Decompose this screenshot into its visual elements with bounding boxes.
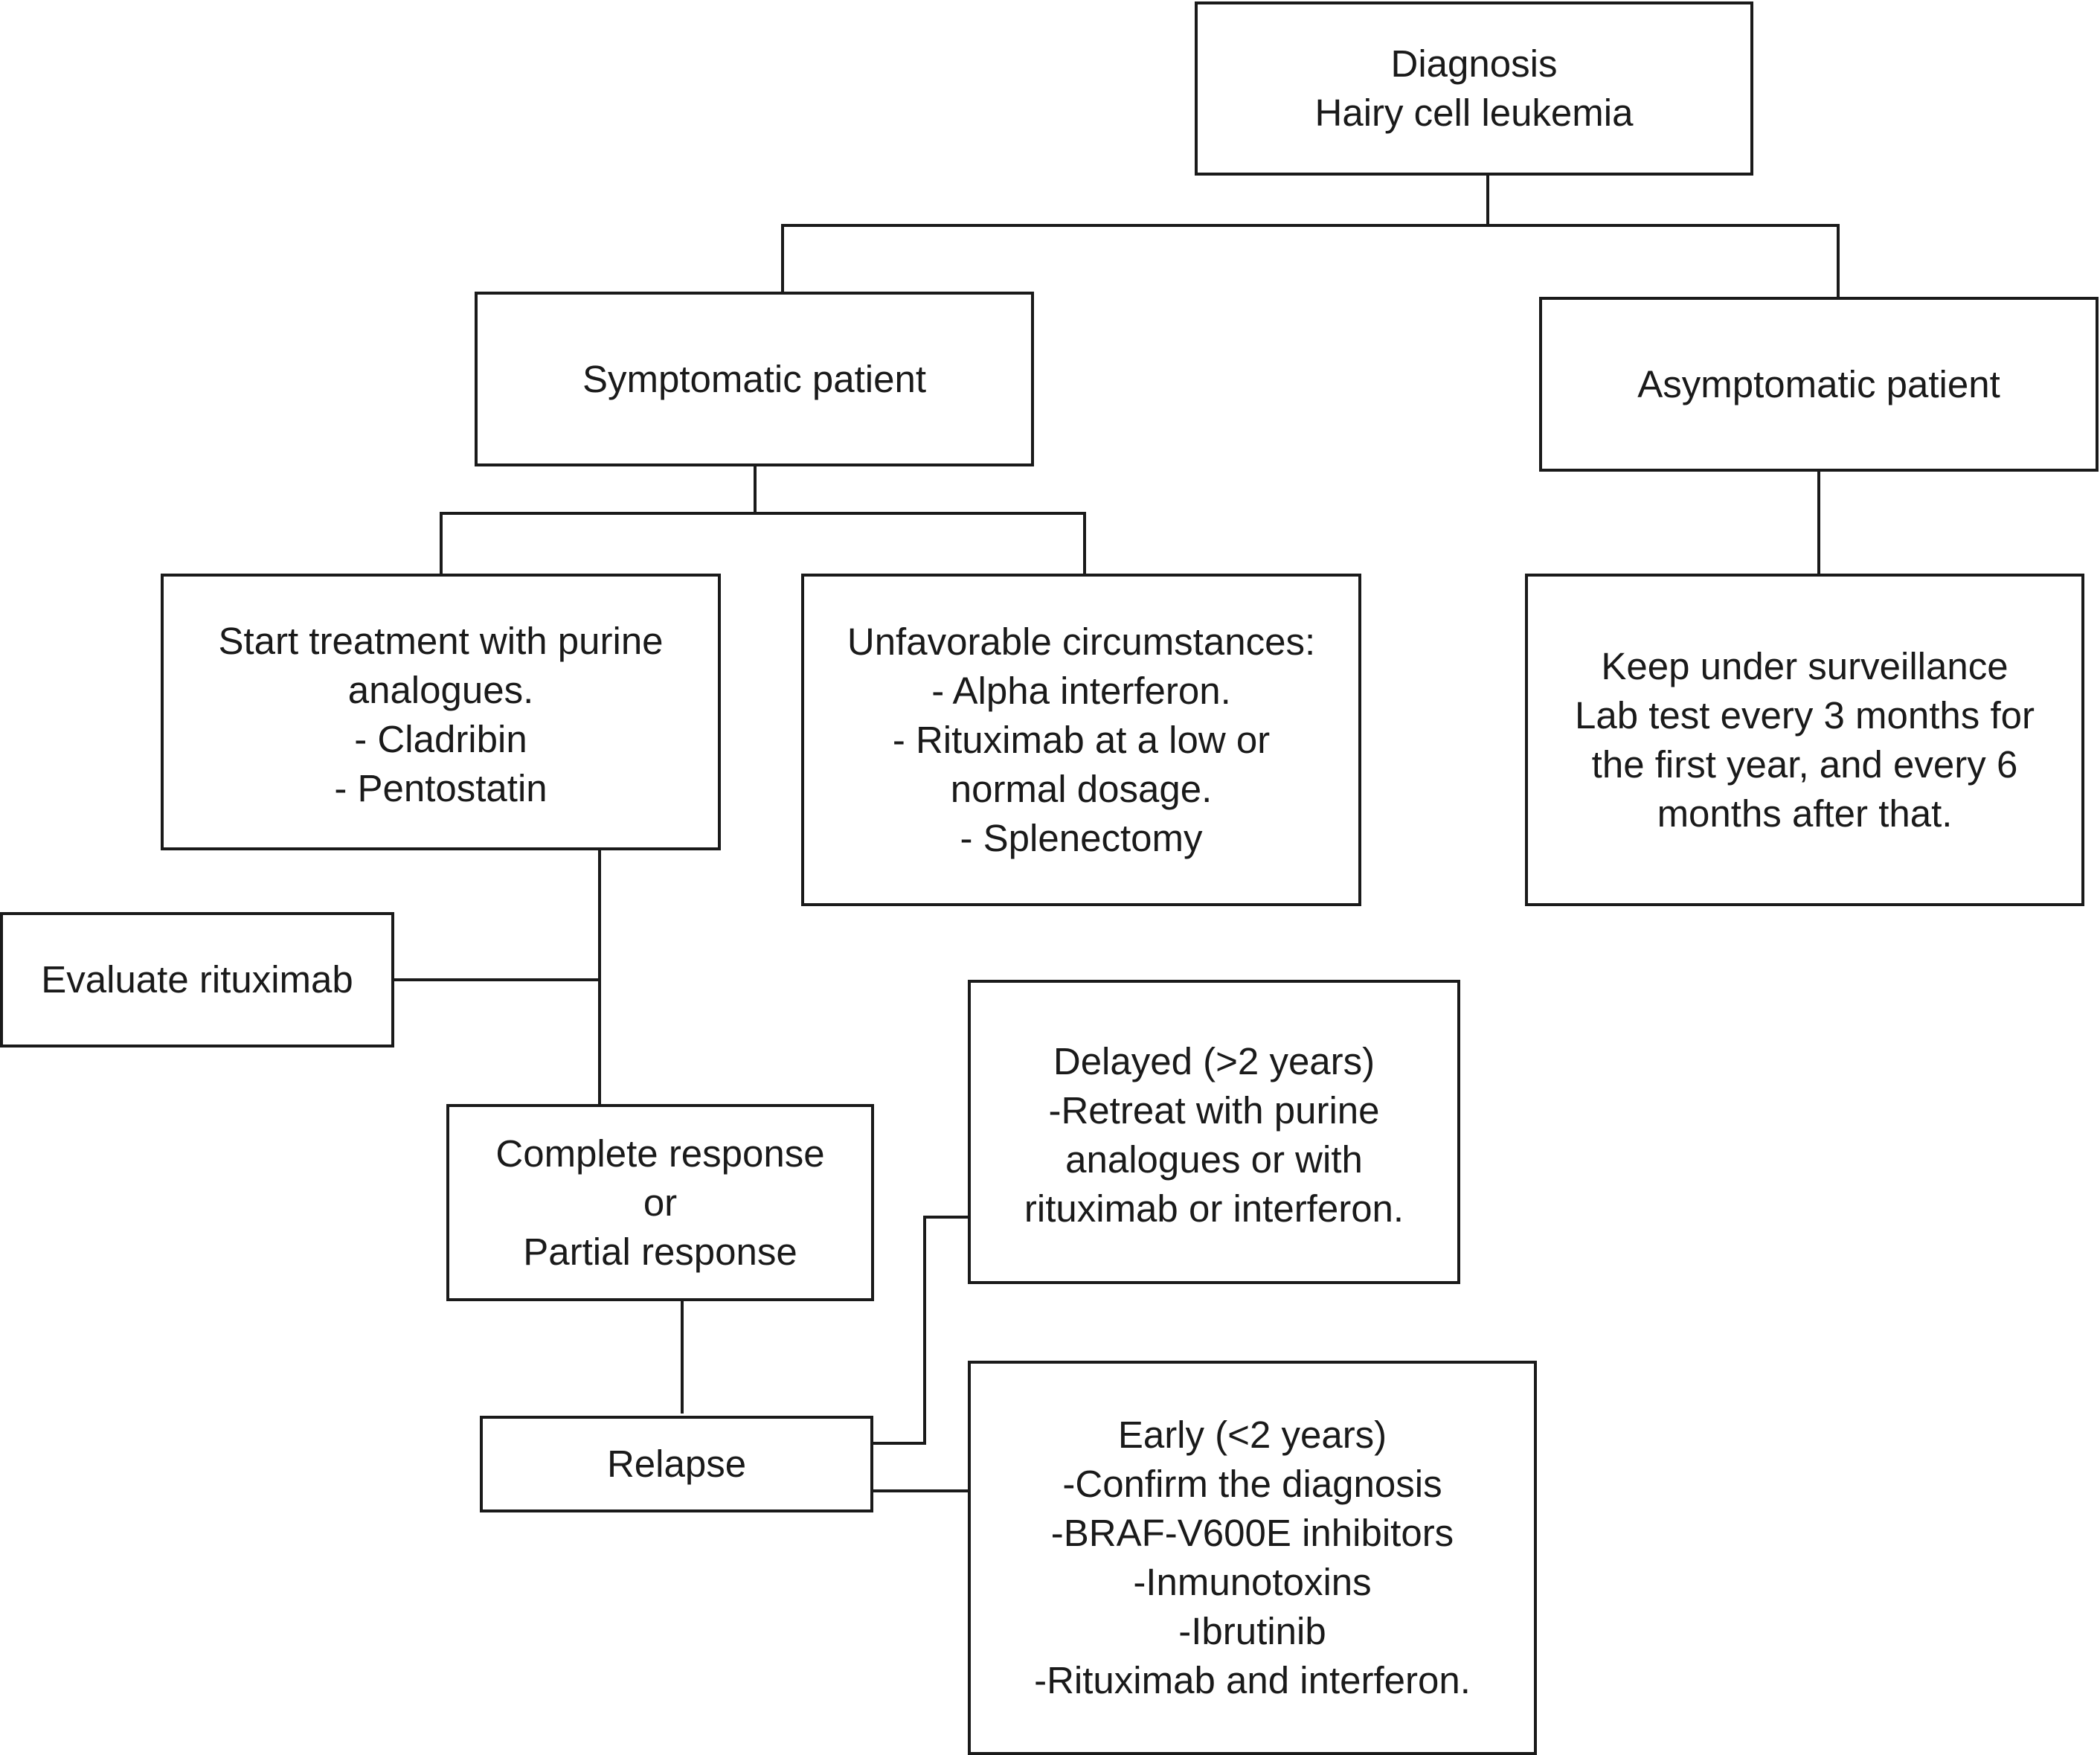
start-treatment-text-line: - Cladribin [354,718,527,760]
response-text-line: or [643,1181,678,1224]
unfavorable-circumstances-text-line: - Rituximab at a low or [892,718,1271,761]
early-relapse-text-line: -Confirm the diagnosis [1062,1463,1442,1505]
unfavorable-circumstances-text-line: normal dosage. [950,767,1213,810]
surveillance-text-line: the first year, and every 6 [1591,742,2018,786]
delayed-relapse-text-line: analogues or with [1065,1138,1363,1181]
asymptomatic-patient-text-line: Asymptomatic patient [1637,362,2000,405]
evaluate-rituximab-text-line: Evaluate rituximab [41,958,353,1001]
unfavorable-circumstances-text-line: Unfavorable circumstances: [847,620,1316,663]
early-relapse-box: Early (<2 years) -Confirm the diagnosis -B… [968,1361,1537,1755]
diagnosis-text-line: Diagnosis [1390,42,1558,85]
response-text-line: Complete response [495,1132,825,1175]
early-relapse-text-line: -Ibrutinib [1178,1610,1326,1652]
evaluate-rituximab-box: Evaluate rituximab [0,912,394,1047]
surveillance-text-line: Lab test every 3 months for [1575,693,2035,737]
early-relapse-text-line: -Rituximab and interferon. [1034,1659,1471,1701]
relapse-text-line: Relapse [606,1443,747,1485]
surveillance-text-line: Keep under surveillance [1601,644,2009,687]
unfavorable-circumstances-box: Unfavorable circumstances: - Alpha interf… [801,574,1361,906]
relapse-box: Relapse [480,1416,873,1512]
delayed-relapse-box: Delayed (>2 years) -Retreat with purine an… [968,980,1460,1284]
early-relapse-text-line: -BRAF-V600E inhibitors [1050,1512,1454,1554]
start-treatment-box: Start treatment with purine analogues. - C… [161,574,721,850]
symptomatic-patient-box: Symptomatic patient [475,292,1034,466]
symptomatic-patient-text-line: Symptomatic patient [582,357,927,400]
response-text-line: Partial response [523,1230,797,1273]
early-relapse-text-line: -Inmunotoxins [1133,1561,1372,1603]
unfavorable-circumstances-text-line: - Alpha interferon. [931,669,1231,712]
start-treatment-text-line: analogues. [347,669,534,711]
surveillance-text-line: months after that. [1657,792,1953,835]
delayed-relapse-text-line: Delayed (>2 years) [1053,1040,1375,1082]
start-treatment-text-line: - Pentostatin [334,767,548,809]
unfavorable-circumstances-text-line: - Splenectomy [960,816,1203,859]
asymptomatic-patient-box: Asymptomatic patient [1539,297,2099,472]
diagnosis-text-line: Hairy cell leukemia [1314,92,1634,134]
delayed-relapse-text-line: rituximab or interferon. [1024,1187,1404,1230]
start-treatment-text-line: Start treatment with purine [218,620,664,662]
early-relapse-text-line: Early (<2 years) [1117,1414,1387,1456]
delayed-relapse-text-line: -Retreat with purine [1048,1089,1380,1132]
